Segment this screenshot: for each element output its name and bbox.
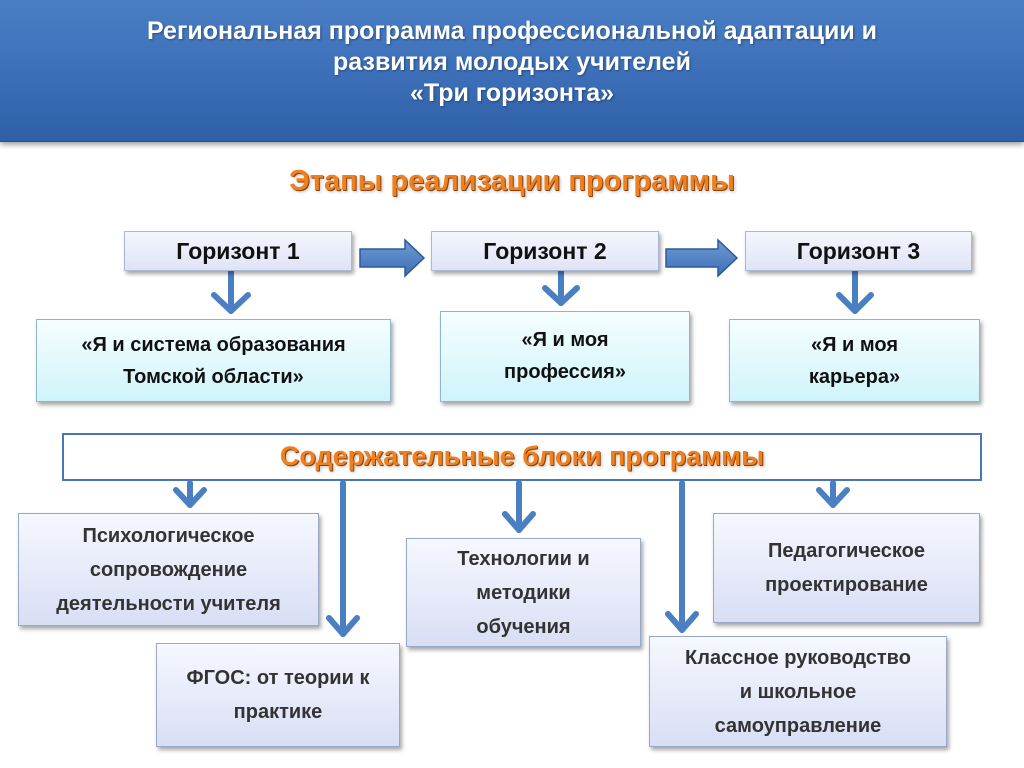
concept-line: «Я и система образования bbox=[81, 333, 346, 356]
right-arrow-icon bbox=[665, 238, 739, 278]
down-arrow-icon bbox=[836, 269, 874, 314]
block-line: практике bbox=[233, 701, 323, 723]
down-arrow-icon bbox=[665, 480, 699, 633]
block-technologies: Технологии и методики обучения bbox=[406, 538, 641, 647]
concept-line: карьера» bbox=[808, 365, 901, 388]
content-blocks-bar: Содержательные блоки программы bbox=[62, 433, 982, 481]
down-arrow-icon bbox=[816, 480, 850, 508]
header-title-line-1: Региональная программа профессиональной … bbox=[146, 17, 878, 45]
down-arrow-icon bbox=[326, 480, 360, 637]
stages-title: Этапы реализации программы bbox=[289, 165, 735, 197]
block-line: сопровождение bbox=[89, 558, 248, 581]
block-line: самоуправление bbox=[714, 714, 882, 737]
down-arrow-icon bbox=[173, 480, 207, 508]
horizon-3-concept: «Я и моя карьера» bbox=[729, 319, 980, 402]
concept-line: Томской области» bbox=[123, 365, 304, 388]
right-arrow-icon bbox=[359, 238, 426, 278]
header-banner: Региональная программа профессиональной … bbox=[0, 0, 1024, 142]
block-pedagogical-design: Педагогическое проектирование bbox=[713, 513, 980, 623]
block-fgos: ФГОС: от теории к практике bbox=[156, 643, 400, 747]
block-psychological-support: Психологическое сопровождение деятельнос… bbox=[18, 513, 319, 626]
block-line: методики bbox=[476, 581, 571, 604]
horizon-2-concept: «Я и моя профессия» bbox=[440, 311, 690, 402]
header-title-line-3: «Три горизонта» bbox=[409, 79, 615, 107]
block-line: обучения bbox=[476, 615, 571, 638]
block-line: Технологии и bbox=[457, 547, 590, 570]
block-line: ФГОС: от теории к bbox=[186, 667, 370, 689]
down-arrow-icon bbox=[542, 269, 580, 306]
down-arrow-icon bbox=[211, 269, 251, 314]
horizon-3-box: Горизонт 3 bbox=[745, 231, 972, 271]
horizon-2-box: Горизонт 2 bbox=[431, 231, 659, 271]
concept-line: профессия» bbox=[504, 361, 626, 383]
block-class-management: Классное руководство и школьное самоупра… bbox=[649, 636, 947, 747]
horizon-1-box: Горизонт 1 bbox=[124, 231, 352, 271]
block-line: деятельности учителя bbox=[56, 592, 281, 615]
block-line: проектирование bbox=[765, 574, 928, 596]
concept-line: «Я и моя bbox=[521, 329, 609, 351]
block-line: Психологическое bbox=[82, 524, 255, 547]
block-line: Классное руководство bbox=[685, 646, 911, 669]
header-title-line-2: развития молодых учителей bbox=[333, 48, 691, 76]
concept-line: «Я и моя bbox=[810, 333, 899, 356]
blocks-title: Содержательные блоки программы bbox=[279, 441, 765, 471]
block-line: и школьное bbox=[739, 680, 857, 703]
block-line: Педагогическое bbox=[768, 540, 925, 562]
down-arrow-icon bbox=[502, 480, 536, 533]
